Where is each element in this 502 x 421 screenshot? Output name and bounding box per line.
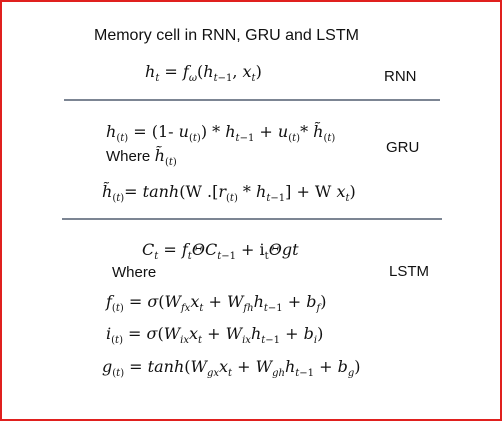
gru-where-line: Where h̃(t) (106, 146, 177, 168)
divider-gru-lstm (62, 218, 442, 220)
divider-rnn-gru (64, 99, 440, 101)
lstm-equation-c: Ct = ftΘCt−1 + itΘgt (142, 240, 299, 262)
gru-where-label: Where (106, 148, 151, 165)
lstm-equation-f: f(t) = σ(Wfxxt + Wfhht−1 + bf) (106, 292, 327, 314)
lstm-equation-i: i(t) = σ(Wixxt + Wixht−1 + bi) (106, 324, 324, 346)
lstm-label: LSTM (389, 263, 430, 280)
gru-where-symbol: h̃(t) (154, 146, 177, 168)
gru-equation-h: h(t) = (1- u(t)) * ht−1 + u(t)* h̃(t) (106, 122, 336, 144)
diagram-title: Memory cell in RNN, GRU and LSTM (94, 27, 359, 44)
gru-equation-candidate: h̃(t)= tanh(W .[r(t) * ht−1] + W xt) (102, 182, 356, 204)
rnn-label: RNN (384, 68, 417, 85)
lstm-equation-g: g(t) = tanh(Wgxxt + Wghht−1 + bg) (102, 357, 361, 379)
gru-label: GRU (386, 139, 420, 156)
rnn-equation: ht = fω(ht−1, xt) (145, 62, 262, 84)
lstm-where-label: Where (112, 264, 157, 281)
